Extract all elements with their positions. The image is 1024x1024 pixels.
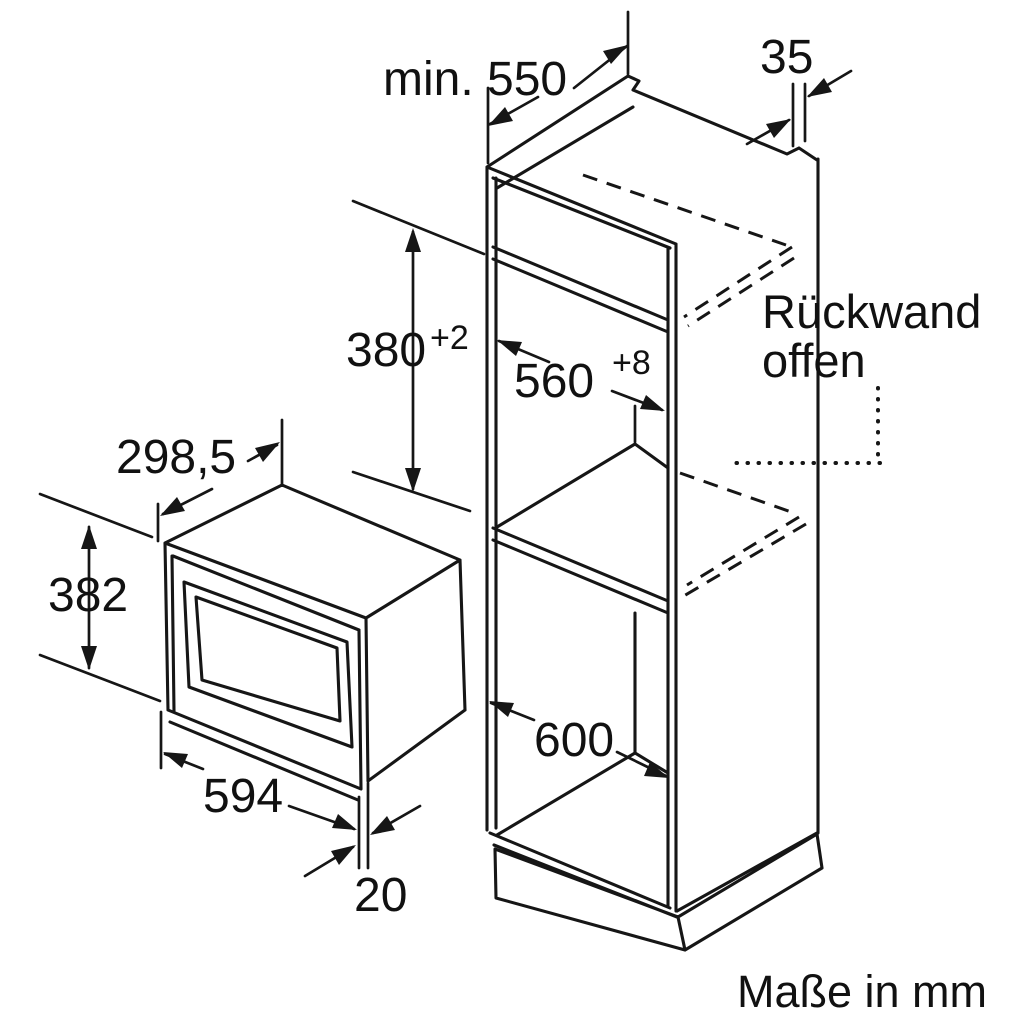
dimension-niche-depth: min. 550: [383, 10, 630, 165]
dimension-lines: [745, 69, 853, 148]
dimension-rear-top-gap: 35: [745, 31, 853, 148]
microwave-outline: [163, 483, 467, 802]
dimension-lower-compartment: 600: [489, 701, 669, 778]
dimension-appliance-depth: 298,5: [116, 418, 284, 543]
label-niche-depth: min. 550: [383, 53, 567, 106]
arrowheads: [331, 816, 395, 865]
arrowheads: [163, 752, 357, 830]
arrowheads: [160, 442, 280, 516]
note-back-panel-open: Rückwand offen: [732, 285, 981, 465]
dimension-lines: [351, 199, 486, 513]
dimension-appliance-height: 382: [38, 492, 162, 703]
label-niche-height-tolerance: +2: [430, 319, 469, 357]
label-appliance-width: 594: [203, 770, 283, 823]
label-niche-width: 560: [514, 355, 594, 408]
label-niche-width-tolerance: +8: [612, 344, 651, 382]
label-back-panel-line1: Rückwand: [762, 285, 981, 338]
dimension-lines: [303, 781, 422, 878]
label-back-panel-line2: offen: [762, 334, 866, 387]
microwave: [163, 483, 467, 802]
dimension-appliance-width: 594: [159, 710, 357, 831]
arrowheads: [766, 78, 832, 138]
cabinet: [485, 74, 824, 952]
label-appliance-depth: 298,5: [116, 431, 236, 484]
dimension-lines: [38, 492, 162, 703]
cabinet-hidden-edges: [582, 173, 807, 599]
dimension-door-overhang: 20: [303, 781, 422, 922]
label-niche-height: 380: [346, 324, 426, 377]
label-units-note: Maße in mm: [737, 966, 987, 1017]
dimension-lines: [486, 10, 630, 165]
arrowheads: [488, 45, 628, 126]
label-door-overhang: 20: [354, 869, 407, 922]
dimension-lines: [156, 418, 284, 543]
dimension-niche-height: 380 +2: [346, 199, 486, 513]
label-appliance-height: 382: [48, 569, 128, 622]
label-lower-compartment-height: 600: [534, 714, 614, 767]
arrowheads: [497, 340, 665, 411]
cabinet-outline: [485, 74, 824, 952]
arrowheads: [489, 701, 669, 778]
dimension-niche-width: 560 +8: [497, 339, 665, 444]
dotted-leader: [732, 386, 882, 465]
label-rear-top-gap: 35: [760, 31, 813, 84]
